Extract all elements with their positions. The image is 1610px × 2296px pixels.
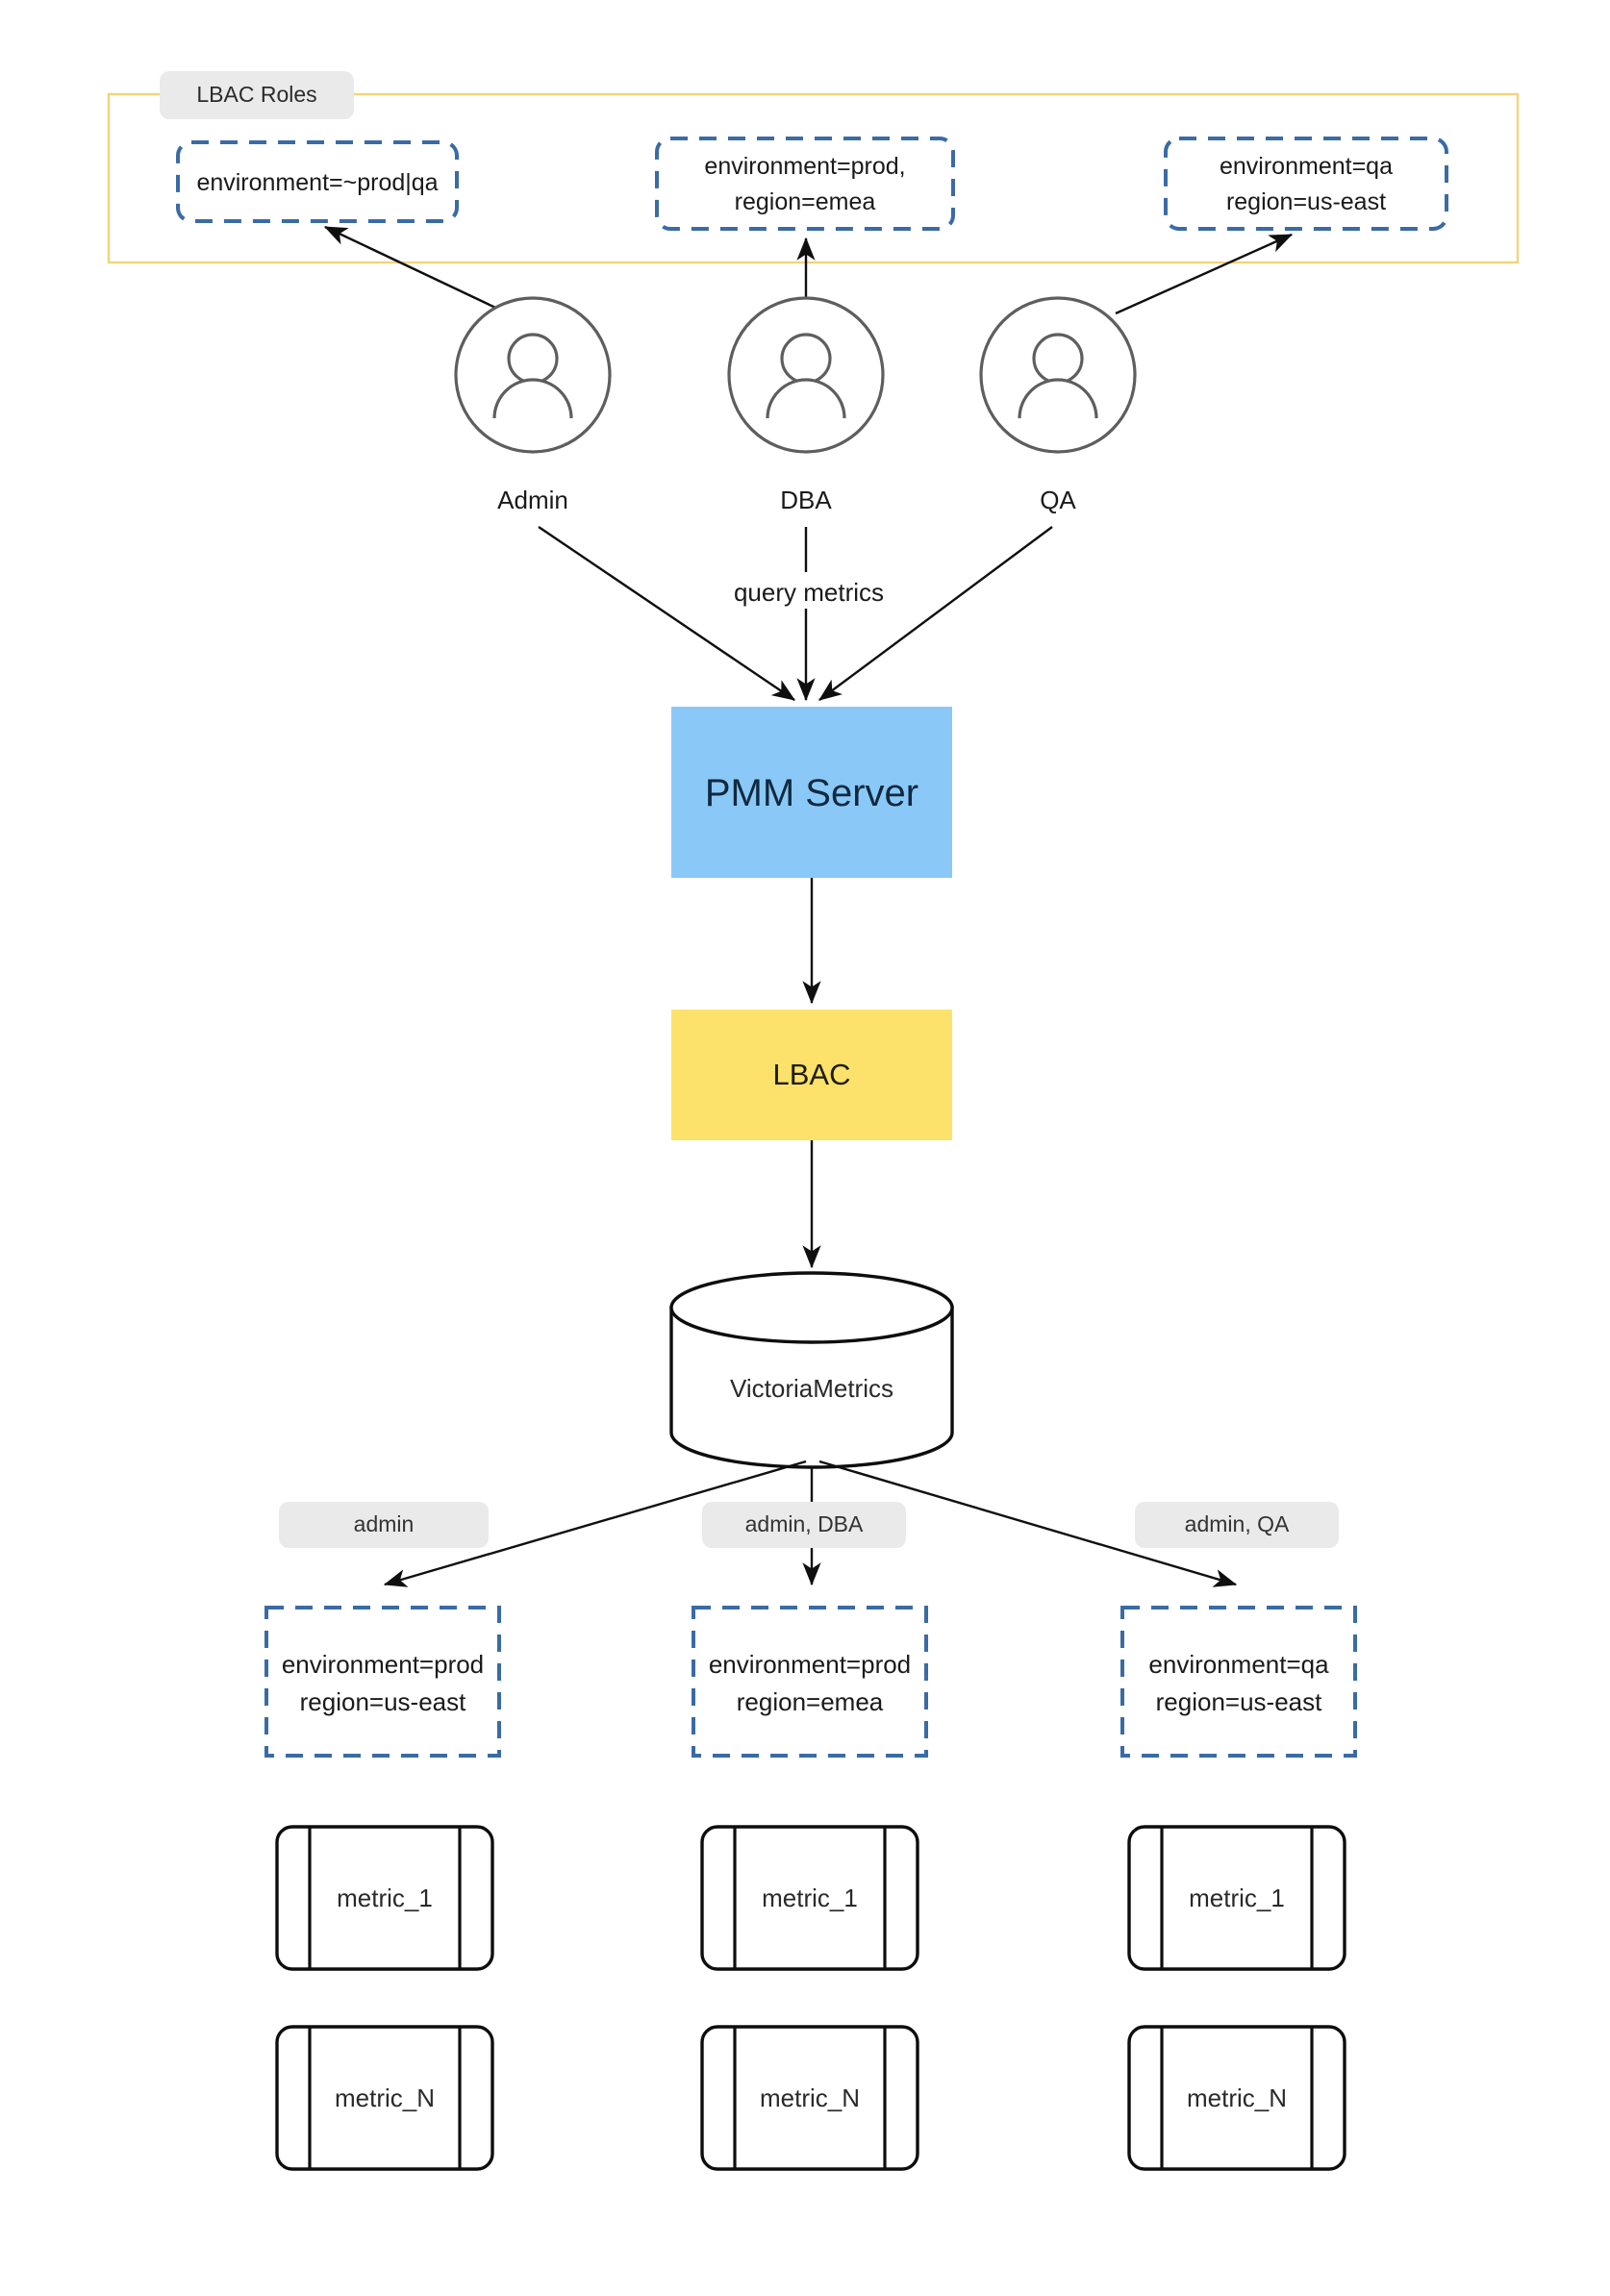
actor-qa-body — [1018, 378, 1098, 419]
role-filter-box-2-line1: environment=prod, — [704, 153, 905, 180]
actor-dba-body — [766, 378, 846, 419]
access-pill-3: admin, QA — [1135, 1502, 1339, 1548]
result-filter-box-1-shape — [264, 1606, 501, 1758]
actor-admin[interactable]: Admin — [454, 296, 612, 514]
result-filter-box-1-line1: environment=prod — [282, 1650, 484, 1679]
metric-shape-col1-first-outline — [275, 1825, 494, 1971]
query-metrics-label-bg — [723, 572, 894, 609]
role-filter-box-1[interactable]: environment=~prod|qa — [176, 140, 459, 223]
result-filter-box-3[interactable]: environment=qa region=us-east — [1120, 1606, 1357, 1758]
victoriametrics-label: VictoriaMetrics — [730, 1374, 893, 1403]
result-filter-box-3-line1: environment=qa — [1148, 1650, 1329, 1679]
role-filter-box-3-line1: environment=qa — [1220, 153, 1393, 180]
role-filter-box-3[interactable]: environment=qa region=us-east — [1164, 137, 1448, 231]
metric-shape-col1-last-label: metric_N — [335, 2084, 435, 2112]
actor-dba-head — [780, 333, 832, 385]
role-filter-box-2-line2: region=emea — [735, 188, 876, 215]
access-pill-3-shape — [1135, 1502, 1339, 1548]
actor-dba-label: DBA — [780, 486, 832, 514]
role-filter-box-3-line2: region=us-east — [1226, 188, 1386, 215]
lbac-label: LBAC — [773, 1058, 851, 1091]
access-pill-3-label: admin, QA — [1185, 1511, 1290, 1536]
pmm-server-label: PMM Server — [705, 772, 918, 814]
result-filter-box-3-line2: region=us-east — [1156, 1687, 1322, 1716]
metric-shape-col1-last[interactable]: metric_N — [275, 2025, 494, 2171]
metric-shape-col1-first-label: metric_1 — [337, 1884, 433, 1912]
role-filter-box-3-shape — [1164, 137, 1448, 231]
edge-qa-to-role3 — [1115, 233, 1294, 315]
metric-shape-col3-last-outline — [1127, 2025, 1346, 2171]
edge-label-query-metrics: query metrics — [734, 578, 884, 607]
access-pill-1: admin — [279, 1502, 489, 1548]
result-filter-box-3-shape — [1120, 1606, 1357, 1758]
lbac-node[interactable]: LBAC — [671, 1010, 952, 1140]
edge-datastore-to-filter1 — [383, 1460, 807, 1587]
edge-datastore-to-filter3 — [818, 1460, 1238, 1587]
lbac-roles-container-label: LBAC Roles — [160, 71, 354, 119]
victoriametrics-node[interactable]: VictoriaMetrics — [669, 1271, 954, 1469]
metric-shape-col2-last-outline — [700, 2025, 919, 2171]
role-filter-box-2-shape — [655, 137, 955, 231]
result-filter-box-2-shape — [692, 1606, 928, 1758]
result-filter-box-1-line2: region=us-east — [300, 1687, 466, 1716]
result-filter-box-2[interactable]: environment=prod region=emea — [692, 1606, 928, 1758]
pmm-server-shape — [671, 707, 952, 878]
metric-shape-col3-last[interactable]: metric_N — [1127, 2025, 1346, 2171]
metric-shape-col2-first-label: metric_1 — [762, 1884, 858, 1912]
metric-shape-col3-first-label: metric_1 — [1189, 1884, 1285, 1912]
access-pill-2: admin, DBA — [702, 1502, 906, 1548]
metric-shape-col2-first[interactable]: metric_1 — [700, 1825, 919, 1971]
victoriametrics-top — [669, 1271, 954, 1344]
access-pill-2-shape — [702, 1502, 906, 1548]
lbac-shape — [671, 1010, 952, 1140]
metric-shape-col3-first[interactable]: metric_1 — [1127, 1825, 1346, 1971]
result-filter-box-2-line1: environment=prod — [709, 1650, 911, 1679]
role-filter-box-1-line1: environment=~prod|qa — [196, 169, 438, 196]
actor-qa[interactable]: QA — [979, 296, 1137, 514]
victoriametrics-body — [669, 1306, 954, 1469]
container-label-pill — [160, 71, 354, 119]
actor-qa-head — [1032, 333, 1084, 385]
actor-admin-head — [507, 333, 559, 385]
edge-admin-to-pmm — [538, 526, 795, 701]
access-pill-1-label: admin — [354, 1511, 415, 1536]
access-pill-2-label: admin, DBA — [745, 1511, 864, 1536]
result-filter-box-2-line2: region=emea — [737, 1687, 884, 1716]
metric-shape-col3-last-label: metric_N — [1187, 2084, 1287, 2112]
container-label-text: LBAC Roles — [196, 82, 316, 107]
metric-shape-col2-first-outline — [700, 1825, 919, 1971]
metric-shape-col2-last-label: metric_N — [760, 2084, 860, 2112]
actor-admin-body — [492, 378, 573, 419]
edge-admin-to-role1 — [323, 225, 509, 315]
actor-admin-label: Admin — [497, 486, 568, 514]
metric-shape-col2-last[interactable]: metric_N — [700, 2025, 919, 2171]
actor-qa-label: QA — [1040, 486, 1076, 514]
access-pill-1-shape — [279, 1502, 489, 1548]
role-filter-box-1-shape — [176, 140, 459, 223]
edge-qa-to-pmm — [818, 526, 1053, 701]
metric-shape-col1-first[interactable]: metric_1 — [275, 1825, 494, 1971]
pmm-server-node[interactable]: PMM Server — [671, 707, 952, 878]
lbac-roles-container — [107, 92, 1520, 264]
actor-dba[interactable]: DBA — [727, 296, 885, 514]
role-filter-box-2[interactable]: environment=prod, region=emea — [655, 137, 955, 231]
metric-shape-col3-first-outline — [1127, 1825, 1346, 1971]
result-filter-box-1[interactable]: environment=prod region=us-east — [264, 1606, 501, 1758]
metric-shape-col1-last-outline — [275, 2025, 494, 2171]
